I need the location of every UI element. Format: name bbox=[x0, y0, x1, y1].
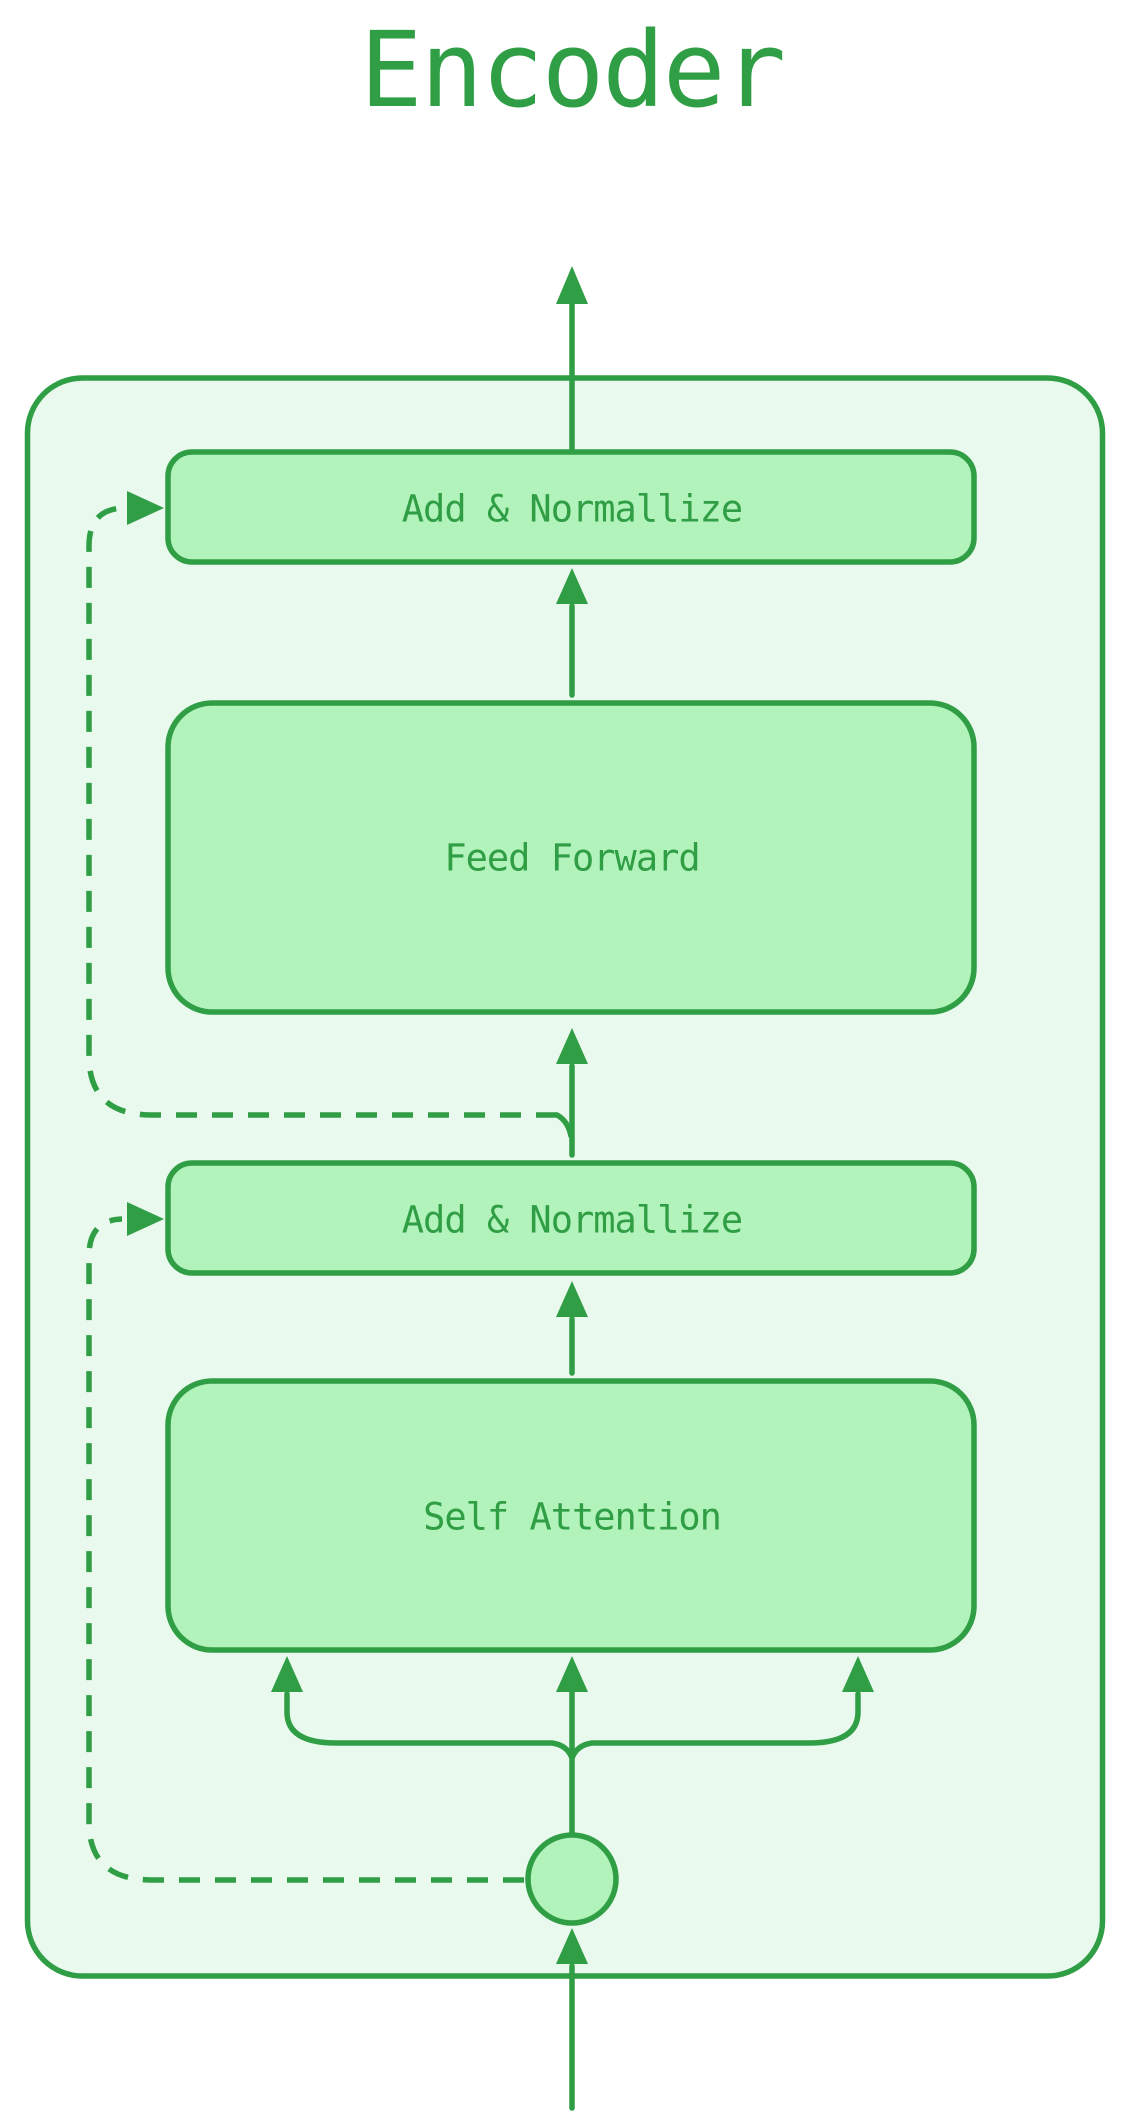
input-branch-left-head bbox=[271, 1656, 303, 1692]
input-arrow bbox=[556, 1928, 588, 2111]
residual-dashed-top-line bbox=[86, 505, 557, 1118]
input-branch bbox=[271, 1656, 874, 1841]
block-label-add-normalize-bottom: Add & Normallize bbox=[402, 1199, 742, 1242]
input-branch-right bbox=[569, 1691, 861, 1761]
input-branch-right-head bbox=[842, 1656, 874, 1692]
block-label-add-normalize-top: Add & Normallize bbox=[402, 488, 742, 531]
arrow-ff-an1-head bbox=[556, 568, 588, 604]
input-node-circle bbox=[525, 1832, 619, 1926]
output-arrow bbox=[556, 266, 588, 455]
output-arrow-head bbox=[556, 266, 588, 304]
block-add-normalize-top bbox=[165, 449, 977, 565]
block-self-attention bbox=[165, 1378, 977, 1653]
input-branch-middle-head bbox=[556, 1656, 588, 1692]
block-label-feed-forward: Feed Forward bbox=[444, 837, 699, 880]
residual-dashed-bottom-head bbox=[127, 1202, 164, 1236]
input-arrow-head bbox=[556, 1928, 588, 1964]
block-label-self-attention: Self Attention bbox=[423, 1496, 721, 1539]
diagram-title: Encoder bbox=[359, 9, 786, 131]
input-branch-left bbox=[284, 1691, 575, 1761]
arrow-addnorm-bottom-to-feedforward bbox=[556, 1028, 588, 1158]
arrow-feedforward-to-addnorm-top bbox=[556, 568, 588, 698]
block-feed-forward bbox=[165, 700, 977, 1015]
residual-dashed-top-head bbox=[127, 491, 164, 525]
arrow-selfattention-to-addnorm-bottom bbox=[556, 1281, 588, 1376]
residual-dashed-bottom bbox=[86, 1202, 524, 1883]
block-add-normalize-bottom bbox=[165, 1160, 977, 1276]
arrow-sa-an2-head bbox=[556, 1281, 588, 1317]
arrow-an2-ff-head bbox=[556, 1028, 588, 1064]
